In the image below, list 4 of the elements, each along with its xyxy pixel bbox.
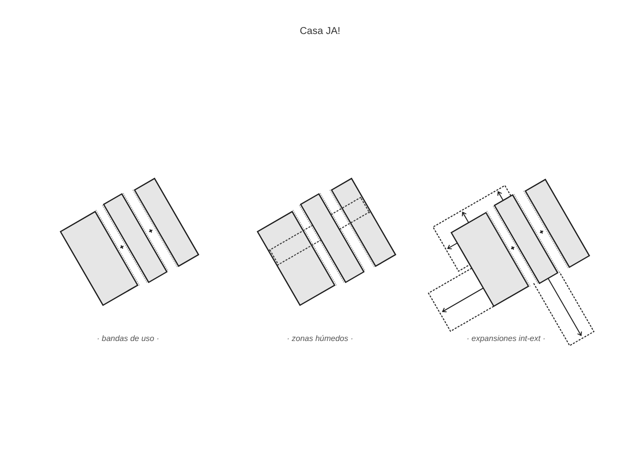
caption: · zonas húmedos · xyxy=(286,334,354,344)
caption: · expansiones int-ext · xyxy=(466,334,546,344)
title: Casa JA! xyxy=(300,25,340,38)
caption: · bandas de uso · xyxy=(96,334,160,344)
